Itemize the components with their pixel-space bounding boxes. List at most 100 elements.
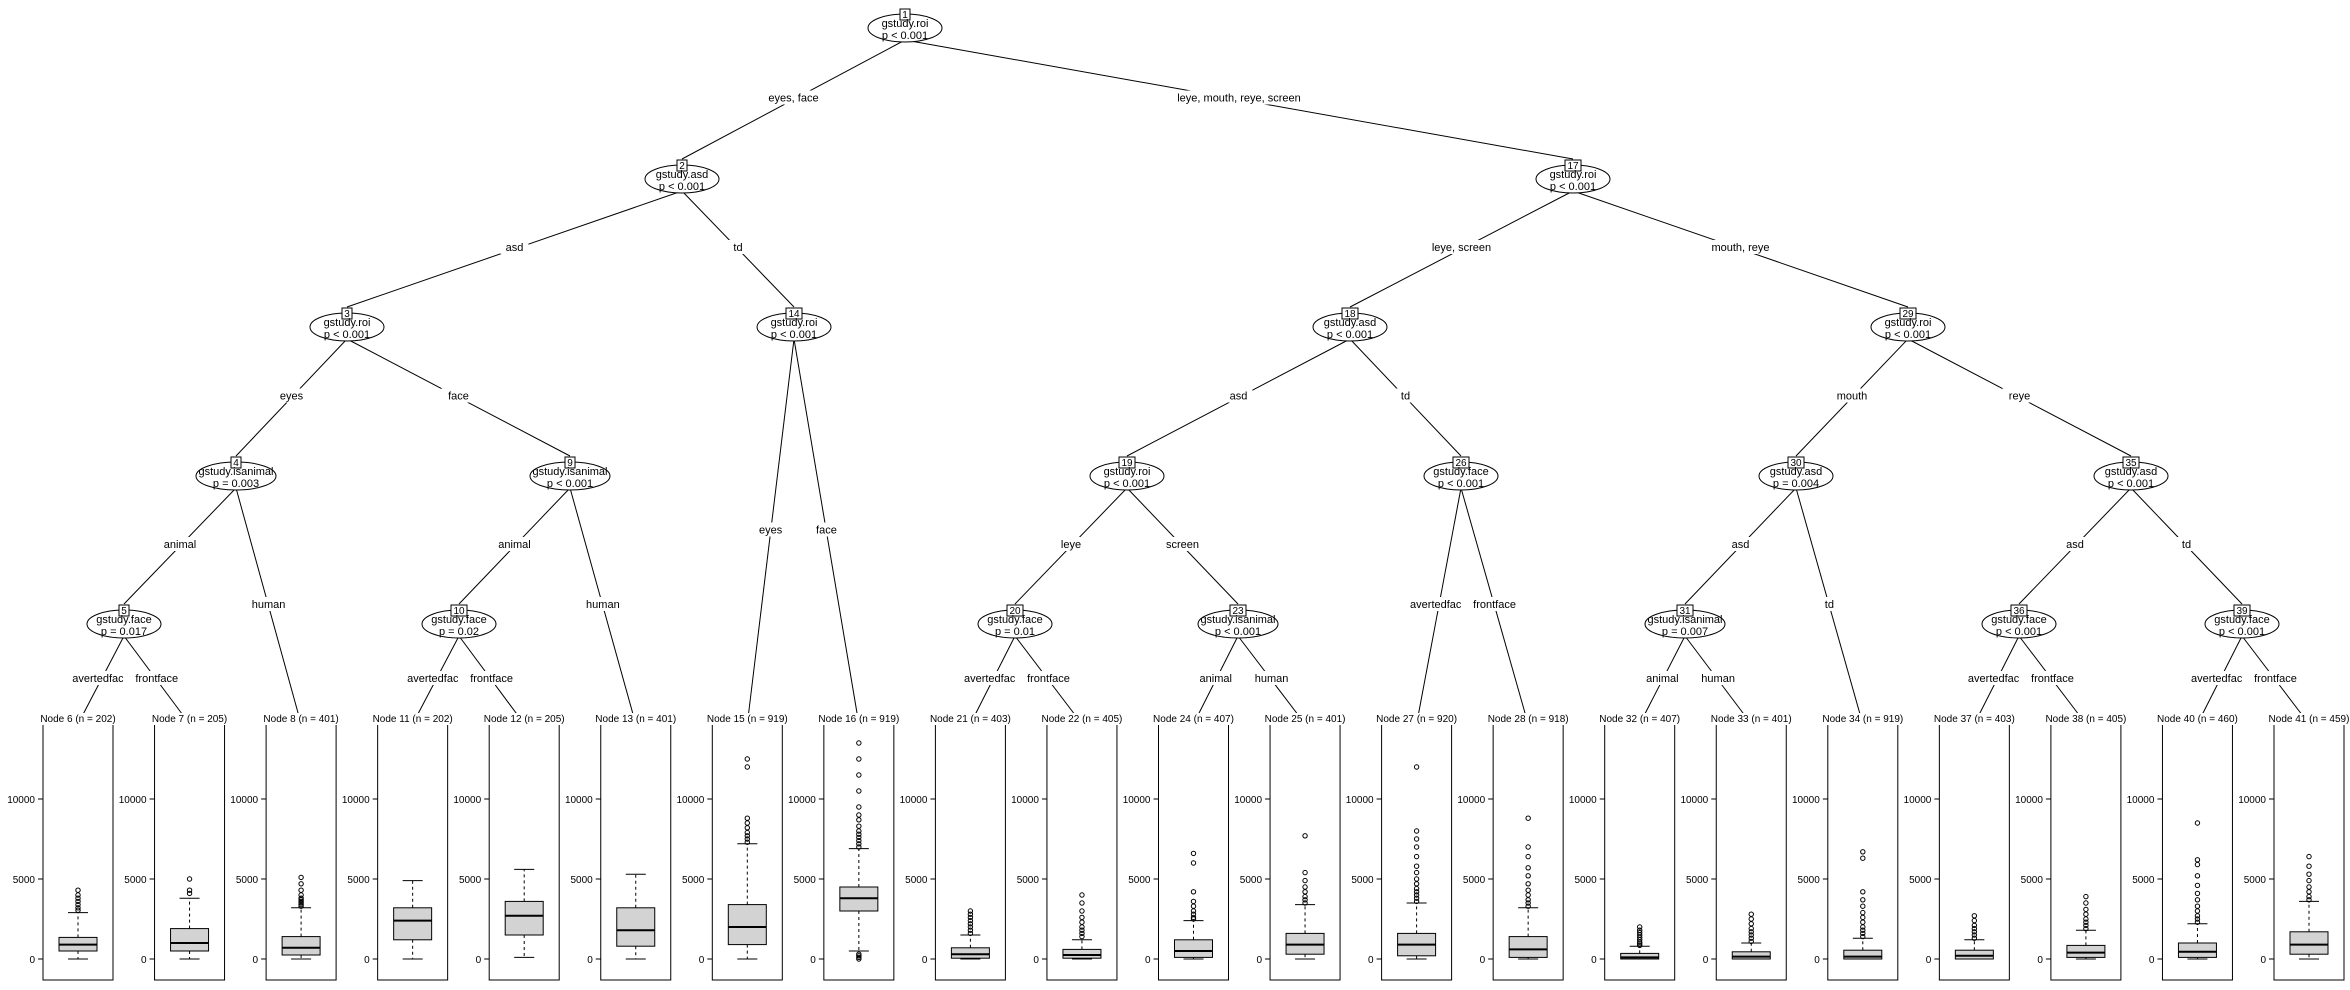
boxplot-outlier [1860,855,1866,861]
split-variable-label: gstudy.face [1991,614,2046,626]
y-axis-tick-label: 0 [1480,955,1486,966]
leaf-title-bg [1921,713,2028,725]
y-axis-tick-label: 0 [2260,955,2266,966]
y-axis-tick-label: 10000 [676,795,704,806]
y-axis-tick-label: 10000 [900,795,928,806]
y-axis-tick-label: 10000 [1346,795,1374,806]
edge-label: avertedface [407,673,464,685]
node-id-box [118,604,130,617]
y-axis-tick-label: 10000 [230,795,258,806]
leaf-panel [2050,723,2122,981]
boxplot-outlier [856,740,862,746]
edge-label-bg [395,671,477,685]
node-id-box [1676,604,1694,617]
y-axis-tick-label: 10000 [1011,795,1039,806]
boxplot-outlier [2194,882,2201,889]
boxplot-outlier [967,914,974,921]
boxplot-outlier [1971,929,1978,935]
boxplot-outlier [856,844,862,850]
boxplot-box [393,907,433,941]
edge-label-bg [1818,597,1840,611]
leaf-title-bg [250,713,352,725]
node-id-box [676,159,688,172]
y-axis-tick-label: 5000 [1017,875,1040,886]
boxplot-outlier [967,917,974,924]
edge-label-bg [582,597,624,611]
y-axis-tick-label: 5000 [1351,875,1374,886]
node-id-box [899,8,911,21]
boxplot-outlier [2306,853,2312,860]
boxplot-outlier [1971,932,1978,938]
leaf-title-bg [1363,713,1470,725]
boxplot-outlier [1302,900,1308,906]
boxplot-outlier [1413,885,1420,892]
boxplot-outlier [967,911,974,917]
node-id-label: 4 [233,458,239,469]
boxplot-outlier [1971,925,1978,932]
boxplot-outlier [744,815,750,821]
boxplot-outlier [856,834,862,841]
edge-label-bg [1726,537,1755,551]
boxplot-outlier [75,892,81,898]
boxplot-outlier [1748,916,1754,922]
edge-label-bg [441,388,476,403]
boxplot-outlier [186,876,193,882]
boxplot-outlier [1413,844,1420,850]
boxplot-outlier [2194,913,2201,919]
edge-label-bg [1398,597,1480,611]
y-axis-tick-label: 0 [1256,955,1262,966]
leaf-title-bg [2144,713,2251,725]
edge-label: leye, screen [1432,242,1491,254]
node-id-label: 14 [788,309,800,320]
edge-label-bg [500,240,529,254]
edge-label: eyes, face [768,93,818,105]
node-id-box [1899,307,1917,320]
y-axis-tick-label: 0 [1033,955,1039,966]
leaf-title: Node 32 (n = 407) [1599,714,1680,725]
leaf-title-bg [1586,713,1693,725]
boxplot-outlier [298,887,304,893]
y-axis-tick-label: 0 [29,955,35,966]
boxplot-outlier [1525,853,1531,860]
boxplot-box [1174,939,1213,958]
boxplot-outlier [967,924,974,930]
edge-label-bg [1191,671,1240,685]
y-axis-tick-label: 5000 [347,875,370,886]
boxplot-outlier [1525,844,1531,850]
edge-label-bg [727,240,749,254]
boxplot-outlier [2306,877,2312,884]
boxplot-outlier [2194,861,2201,868]
edge-label: td [1401,391,1410,403]
edge-label: leye, mouth, reye, screen [1177,93,1301,105]
edge-label: frontface [1473,599,1516,611]
boxplot-outlier [298,874,304,881]
node-id-label: 36 [2013,606,2025,617]
y-axis-tick-label: 10000 [1123,795,1151,806]
boxplot-outlier [2083,906,2089,913]
edge-label: asd [1230,391,1248,403]
boxplot-outlier [2306,863,2312,869]
boxplot-box [504,900,544,936]
y-axis-tick-label: 5000 [571,875,594,886]
leaf-title: Node 34 (n = 919) [1822,714,1903,725]
boxplot-outlier [1748,935,1754,941]
node-id-box [1006,604,1024,617]
split-variable-label: gstudy.face [987,614,1042,626]
boxplot-outlier [1525,897,1531,903]
boxplot-outlier [1413,892,1420,898]
leaf-title: Node 28 (n = 918) [1488,714,1569,725]
node-id-box [1229,604,1247,617]
y-axis-tick-label: 0 [476,955,482,966]
node-id-label: 3 [344,309,350,320]
boxplot-outlier [298,881,304,887]
node-id-label: 29 [1902,309,1914,320]
y-axis-tick-label: 5000 [1909,875,1932,886]
boxplot-outlier [1971,922,1978,929]
p-value-label: p = 0.004 [1773,478,1819,490]
edge-label: asd [506,242,524,254]
leaf-title-bg [139,713,240,725]
split-variable-label: gstudy.roi [882,18,929,30]
leaf-title-bg [805,713,912,725]
boxplot-outlier [2194,903,2201,909]
boxplot-outlier [2194,897,2201,903]
